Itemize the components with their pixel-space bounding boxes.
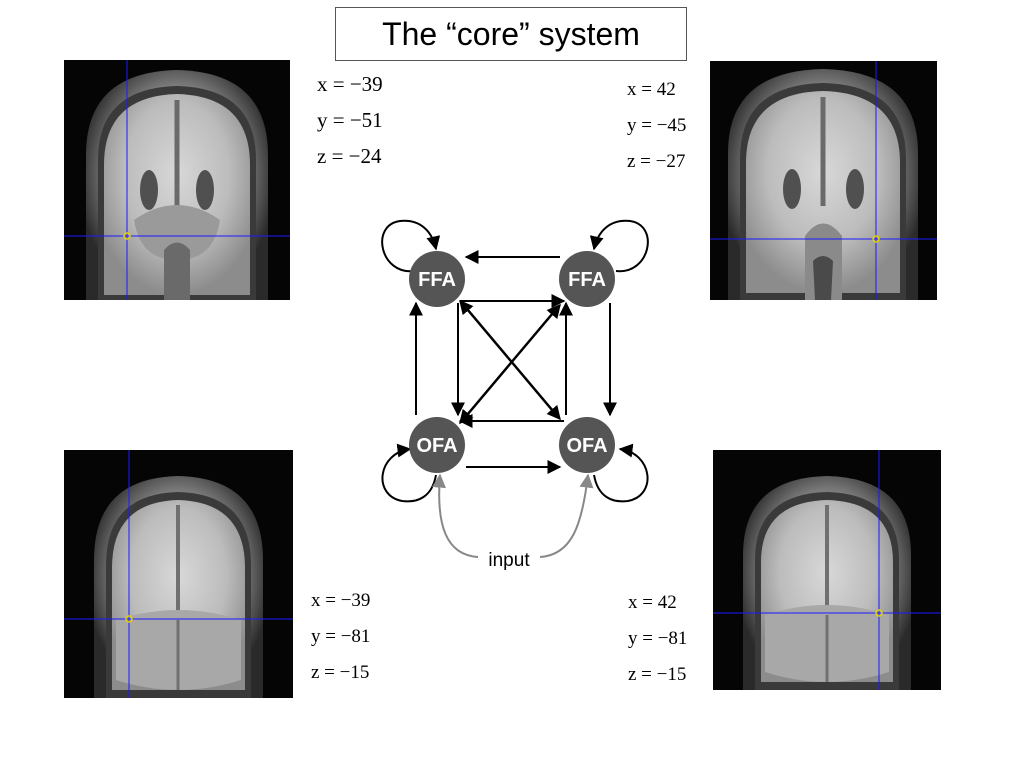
page-title: The “core” system (335, 7, 687, 61)
self-loop-ffa-left (381, 219, 441, 273)
brain-scan-bottom-right (713, 450, 941, 690)
node-ofa-left: OFA (409, 417, 465, 473)
core-system-diagram: input FFA FFA OFA OFA (370, 205, 660, 585)
coordinate-z: z = −27 (627, 151, 686, 172)
node-ffa-right: FFA (559, 251, 615, 307)
input-arrow-left (432, 473, 479, 558)
coordinates-top-right: x = 42 y = −45 z = −27 (627, 72, 686, 180)
coordinate-x: x = −39 (311, 590, 371, 611)
self-loop-ofa-right (593, 443, 649, 503)
node-label: FFA (418, 269, 456, 291)
coordinate-z: z = −24 (317, 144, 382, 168)
edge-ffa-right-to-ofa-left (459, 308, 557, 425)
coordinate-x: x = 42 (628, 592, 677, 613)
coordinate-x: x = 42 (627, 79, 676, 100)
coordinate-z: z = −15 (311, 662, 370, 683)
coordinates-bottom-left: x = −39 y = −81 z = −15 (311, 583, 370, 691)
self-loop-ffa-right (589, 219, 649, 273)
node-label: OFA (566, 435, 607, 457)
edge-ofa-right-to-ffa-left (459, 299, 557, 416)
node-label: OFA (416, 435, 457, 457)
coordinates-bottom-right: x = 42 y = −81 z = −15 (628, 585, 687, 693)
coordinate-x: x = −39 (317, 72, 383, 96)
node-ofa-right: OFA (559, 417, 615, 473)
input-arrow-right (539, 473, 594, 558)
coordinate-z: z = −15 (628, 664, 687, 685)
coordinate-y: y = −81 (311, 626, 371, 647)
coordinates-top-left: x = −39 y = −51 z = −24 (317, 66, 383, 174)
coordinate-y: y = −45 (627, 115, 687, 136)
node-label: FFA (568, 269, 606, 291)
coordinate-y: y = −81 (628, 628, 688, 649)
brain-scan-bottom-left (64, 450, 293, 698)
brain-scan-top-left (64, 60, 290, 300)
input-label: input (488, 550, 530, 571)
coordinate-y: y = −51 (317, 108, 383, 132)
self-loop-ofa-left (381, 443, 437, 503)
node-ffa-left: FFA (409, 251, 465, 307)
brain-scan-top-right (710, 61, 937, 300)
